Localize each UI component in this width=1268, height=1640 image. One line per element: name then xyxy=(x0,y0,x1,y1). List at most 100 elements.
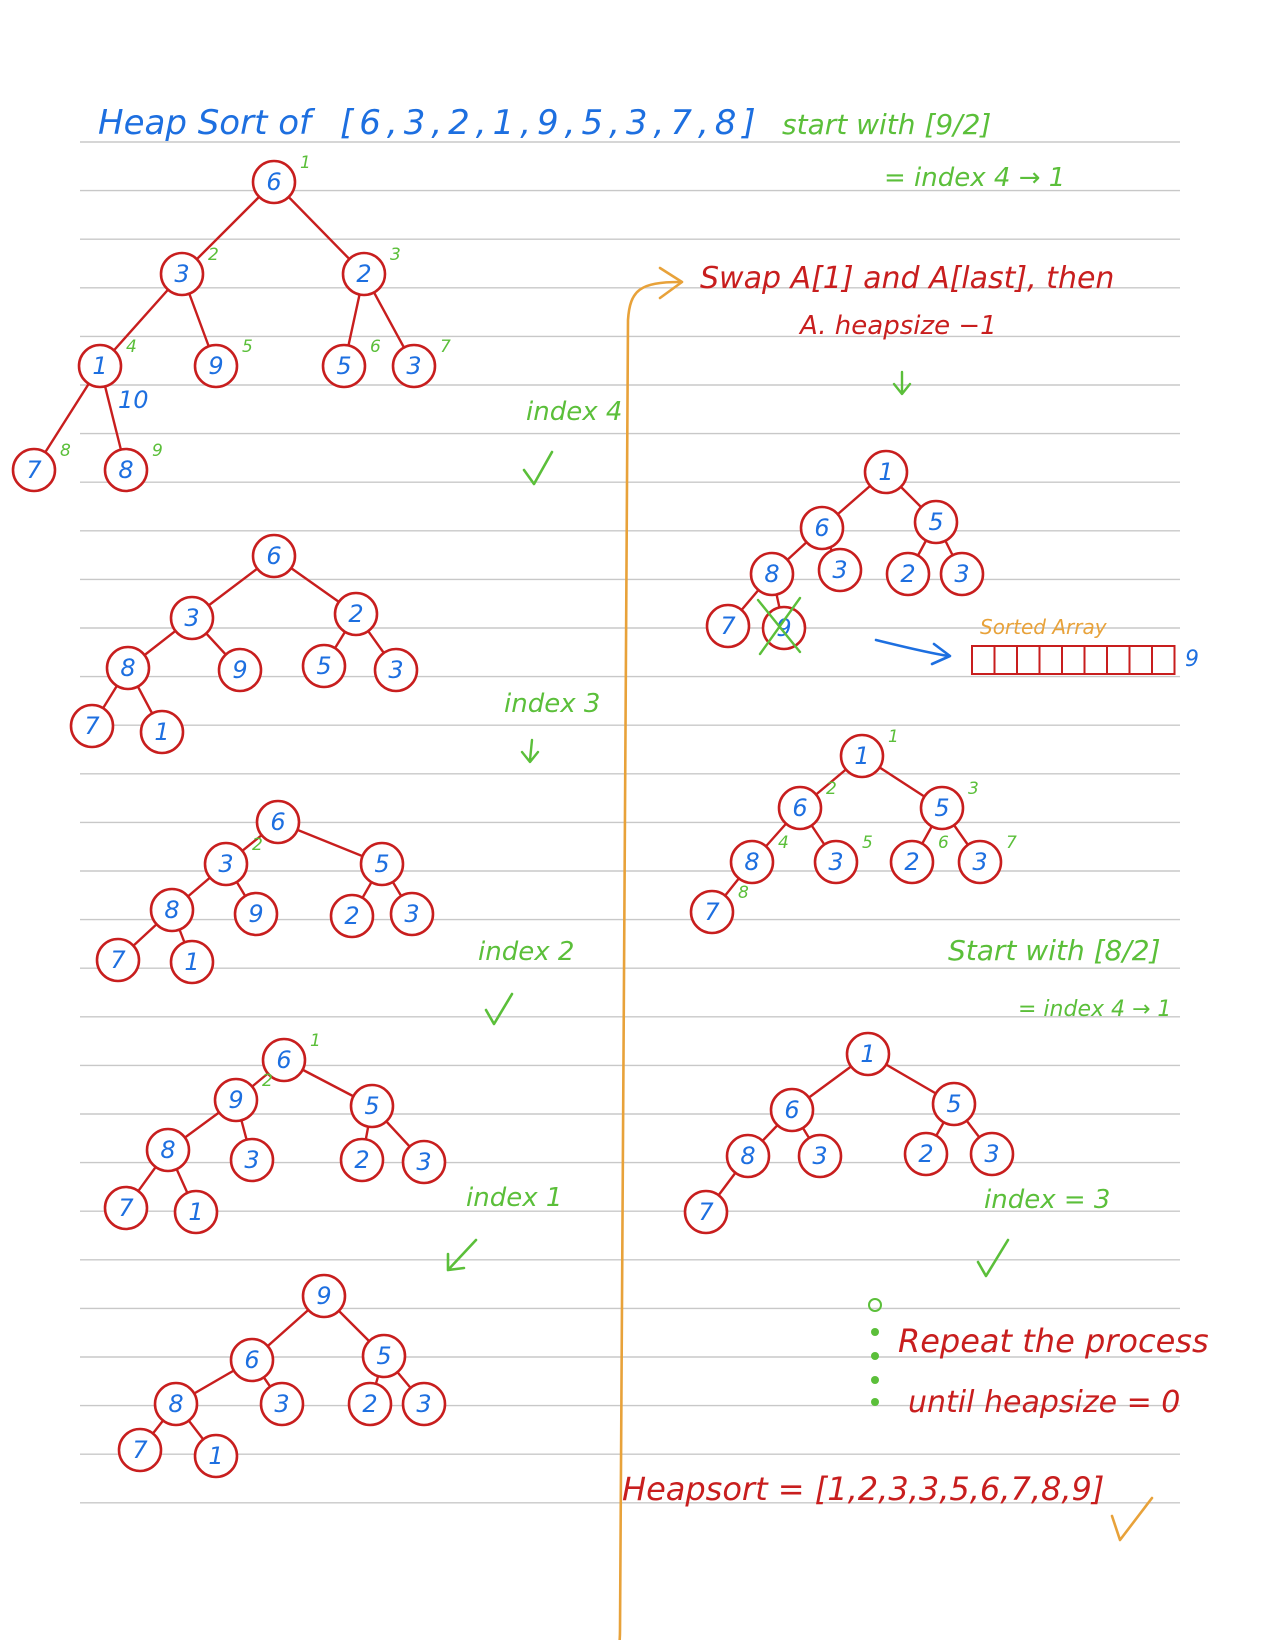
sorted-array-cell xyxy=(1128,645,1153,675)
tree-node-value: 5 xyxy=(316,652,331,680)
tree-node-value: 2 xyxy=(354,1146,369,1174)
step-label-text: index 2 xyxy=(478,937,574,967)
tree-node: 5 xyxy=(359,841,405,887)
tree-node-index: 1 xyxy=(300,153,311,173)
tree-node-value: 7 xyxy=(26,456,42,484)
bullet-icon xyxy=(868,1298,882,1406)
tree-node: 2 xyxy=(341,251,387,297)
tree-node-value: 8 xyxy=(740,1142,755,1170)
tree-node-value: 6 xyxy=(792,794,807,822)
tree-node-index: 9 xyxy=(152,441,163,461)
tree-node-value: 3 xyxy=(832,556,847,584)
tree-node: 3 xyxy=(969,1131,1015,1177)
step-label-text: index 1 xyxy=(466,1183,562,1213)
swap-instruction-line2: A. heapsize −1 xyxy=(798,311,997,341)
tree-node: 5 xyxy=(913,499,959,545)
tree-node-value: 2 xyxy=(362,1390,377,1418)
tree-node: 3 xyxy=(797,1133,843,1179)
tree-node-value: 1 xyxy=(184,948,199,976)
tree-node: 1 xyxy=(169,939,215,985)
tree-node: 8 xyxy=(725,1133,771,1179)
step-label-text: index 4 xyxy=(526,397,622,427)
tree-node: 1 xyxy=(139,709,185,755)
tree-node-index: 7 xyxy=(1006,833,1017,853)
tree-node: 2 xyxy=(903,1131,949,1177)
tree-node: 3 xyxy=(817,547,863,593)
title-start: start with [9/2] xyxy=(782,108,991,141)
tree-node: 7 xyxy=(69,703,115,749)
step-label-index-1: index 1 xyxy=(446,1183,562,1272)
tree1-extra-label: 10 xyxy=(118,386,149,414)
tree-node-value: 6 xyxy=(266,168,281,196)
tree-node-index: 4 xyxy=(778,833,789,853)
tree-node: 5 xyxy=(321,343,367,389)
step-label-index-2: index 2 xyxy=(478,937,574,1026)
tree-node: 7 xyxy=(95,937,141,983)
tree-node: 9 xyxy=(193,343,239,389)
tree-node-value: 3 xyxy=(388,656,403,684)
tree-node: 8 xyxy=(153,1381,199,1427)
tree-node-value: 6 xyxy=(270,808,285,836)
orange-connector-arrow xyxy=(618,280,682,1640)
tree-node-value: 3 xyxy=(954,560,969,588)
tree-node: 2 xyxy=(347,1381,393,1427)
tree-node-index: 2 xyxy=(252,835,263,855)
sorted-array-label: Sorted Array xyxy=(980,615,1108,639)
tree-node: 1 xyxy=(845,1031,891,1077)
tree-node: 1 xyxy=(173,1189,219,1235)
tree-node: 3 xyxy=(389,891,435,937)
tree-node-index: 5 xyxy=(862,833,873,853)
check-icon xyxy=(484,992,514,1026)
tree-node-index: 6 xyxy=(370,337,381,357)
tree-node-value: 1 xyxy=(208,1442,223,1470)
tree-node: 3 xyxy=(939,551,985,597)
tree-node-index: 2 xyxy=(208,245,219,265)
tree-node-index: 1 xyxy=(310,1031,321,1051)
tree-node-value: 6 xyxy=(784,1096,799,1124)
tree-node-value: 1 xyxy=(154,718,169,746)
tree-node: 9 xyxy=(217,647,263,693)
tree-node-value: 7 xyxy=(132,1436,148,1464)
tree-node-value: 6 xyxy=(276,1046,291,1074)
down-arrow-icon xyxy=(892,370,912,396)
tree-node-value: 9 xyxy=(248,900,263,928)
repeat-line2: until heapsize = 0 xyxy=(908,1385,1180,1420)
tree-node-value: 7 xyxy=(704,898,720,926)
tree-node: 2 xyxy=(889,839,935,885)
tree-node-value: 1 xyxy=(878,458,893,486)
tree-node: 5 xyxy=(349,1083,395,1129)
tree-node-value: 2 xyxy=(918,1140,933,1168)
check-icon xyxy=(976,1238,1010,1278)
tree-node: 6 xyxy=(229,1337,275,1383)
tree-node-index: 1 xyxy=(888,727,899,747)
tree-node-value: 5 xyxy=(928,508,943,536)
tree-node-value: 2 xyxy=(344,902,359,930)
tree-node: 6 xyxy=(255,799,301,845)
tree-node-value: 8 xyxy=(160,1136,175,1164)
tree-node-value: 5 xyxy=(946,1090,961,1118)
repeat-line1: Repeat the process xyxy=(898,1322,1209,1360)
tree-node-value: 8 xyxy=(168,1390,183,1418)
tree-node-value: 1 xyxy=(188,1198,203,1226)
tree-node-value: 7 xyxy=(720,612,736,640)
tree-node: 5 xyxy=(301,643,347,689)
cross-out-icon xyxy=(756,596,802,656)
tree-node: 7 xyxy=(103,1185,149,1231)
tree-node-value: 7 xyxy=(84,712,100,740)
sorted-array-cell xyxy=(1016,645,1041,675)
tree-node-value: 3 xyxy=(828,848,843,876)
sorted-array-cell xyxy=(971,645,996,675)
ruled-lines xyxy=(80,141,1180,1504)
title-block: Heap Sort of [6,3,2,1,9,5,3,7,8] start w… xyxy=(98,103,1065,193)
tree-node-index: 4 xyxy=(126,337,137,357)
tree-node-value: 9 xyxy=(316,1282,331,1310)
tree-node: 8 xyxy=(145,1127,191,1173)
step-label-text: index 3 xyxy=(504,689,600,719)
tree-node: 6 xyxy=(769,1087,815,1133)
